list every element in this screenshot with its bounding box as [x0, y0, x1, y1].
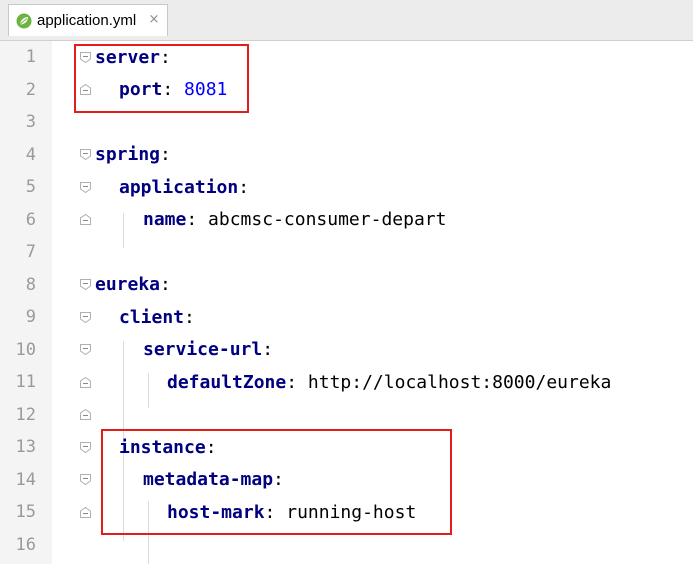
spring-leaf-icon	[15, 12, 33, 30]
yaml-key: defaultZone	[167, 371, 287, 393]
line-number: 3	[25, 112, 36, 133]
yaml-colon: :	[273, 469, 284, 491]
yaml-colon: :	[205, 436, 217, 458]
code-line: 12	[0, 399, 693, 432]
yaml-key: name	[143, 209, 187, 231]
yaml-value: http://localhost:8000/eureka	[307, 371, 612, 393]
yaml-colon: :	[286, 371, 308, 393]
yaml-colon: :	[262, 339, 274, 361]
fold-close-icon[interactable]	[79, 408, 92, 421]
yaml-key: application	[119, 176, 239, 198]
yaml-colon: :	[160, 144, 171, 166]
line-number: 14	[15, 469, 36, 490]
yaml-value: abcmsc-consumer-depart	[208, 209, 447, 231]
yaml-key: metadata-map	[143, 469, 274, 491]
fold-open-icon[interactable]	[79, 148, 92, 161]
yaml-key: eureka	[95, 274, 161, 296]
code-line: 5 application:	[0, 171, 693, 204]
yaml-colon: :	[160, 274, 171, 296]
fold-close-icon[interactable]	[79, 376, 92, 389]
indent-guide	[123, 213, 124, 248]
yaml-key: spring	[95, 144, 161, 166]
code-line: 10 service-url:	[0, 334, 693, 367]
fold-open-icon[interactable]	[79, 181, 92, 194]
yaml-key: port	[119, 79, 163, 101]
code-editor[interactable]: 1 server: 2 port: 8081 3 4 spring: 5 app…	[0, 41, 693, 564]
line-number: 9	[25, 307, 36, 328]
yaml-key: instance	[119, 436, 206, 458]
fold-gutter	[52, 41, 80, 564]
editor-tab-bar: application.yml ×	[0, 0, 693, 41]
fold-open-icon[interactable]	[79, 473, 92, 486]
line-number: 15	[15, 502, 36, 523]
yaml-key: host-mark	[167, 501, 265, 523]
fold-open-icon[interactable]	[79, 278, 92, 291]
yaml-value: 8081	[184, 79, 228, 101]
code-line: 9 client:	[0, 301, 693, 334]
code-line: 15 host-mark: running-host	[0, 496, 693, 529]
fold-open-icon[interactable]	[79, 51, 92, 64]
yaml-colon: :	[160, 46, 171, 68]
line-number: 10	[15, 339, 36, 360]
line-number: 1	[25, 47, 36, 68]
fold-close-icon[interactable]	[79, 83, 92, 96]
highlight-box-instance	[101, 429, 452, 535]
line-number: 12	[15, 404, 36, 425]
code-line: 14 metadata-map:	[0, 464, 693, 497]
close-icon[interactable]: ×	[148, 11, 160, 27]
yaml-key: service-url	[143, 339, 263, 361]
yaml-value: running-host	[286, 501, 417, 523]
code-line: 8 eureka:	[0, 269, 693, 302]
code-line: 11 defaultZone: http://localhost:8000/eu…	[0, 366, 693, 399]
yaml-key: client	[119, 306, 185, 328]
code-line: 16	[0, 529, 693, 562]
line-number: 13	[15, 437, 36, 458]
line-number: 7	[25, 242, 36, 263]
tab-filename: application.yml	[37, 12, 137, 29]
yaml-key: server	[95, 46, 161, 68]
line-number-gutter	[0, 41, 52, 564]
code-line: 3	[0, 106, 693, 139]
fold-open-icon[interactable]	[79, 441, 92, 454]
yaml-colon: :	[238, 176, 250, 198]
line-number: 6	[25, 209, 36, 230]
line-number: 4	[25, 144, 36, 165]
indent-guide	[123, 341, 124, 541]
code-line: 7	[0, 236, 693, 269]
fold-open-icon[interactable]	[79, 343, 92, 356]
indent-guide	[148, 501, 149, 564]
yaml-colon: :	[264, 501, 287, 523]
indent-guide	[148, 373, 149, 408]
highlight-box-server	[74, 44, 249, 113]
code-line: 13 instance:	[0, 431, 693, 464]
line-number: 16	[15, 534, 36, 555]
code-line: 6 name: abcmsc-consumer-depart	[0, 204, 693, 237]
tab-application-yml[interactable]: application.yml ×	[8, 4, 168, 36]
fold-close-icon[interactable]	[79, 506, 92, 519]
yaml-colon: :	[186, 209, 209, 231]
code-line: 2 port: 8081	[0, 74, 693, 107]
line-number: 11	[15, 372, 36, 393]
fold-close-icon[interactable]	[79, 213, 92, 226]
yaml-colon: :	[162, 79, 185, 101]
line-number: 5	[25, 177, 36, 198]
line-number: 2	[25, 79, 36, 100]
code-line: 4 spring:	[0, 139, 693, 172]
line-number: 8	[25, 274, 36, 295]
code-line: 1 server:	[0, 41, 693, 74]
fold-open-icon[interactable]	[79, 311, 92, 324]
yaml-colon: :	[184, 306, 195, 328]
